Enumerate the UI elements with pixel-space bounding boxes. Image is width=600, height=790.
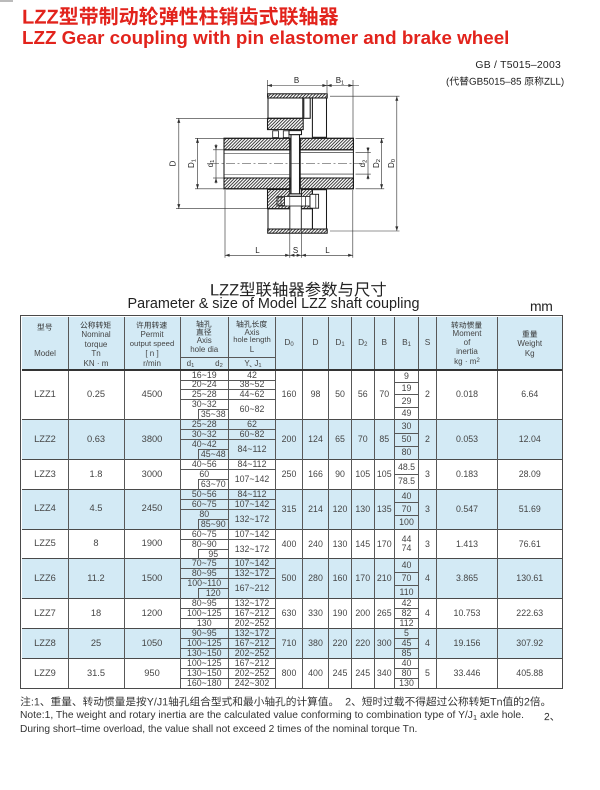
svg-text:B1: B1 [336, 76, 345, 86]
svg-text:D1: D1 [187, 159, 197, 168]
svg-text:S: S [293, 246, 298, 255]
svg-text:d2: d2 [358, 160, 368, 168]
svg-text:B: B [294, 76, 299, 85]
svg-text:L: L [255, 246, 260, 255]
svg-text:D2: D2 [372, 159, 382, 168]
svg-text:D: D [169, 160, 178, 166]
svg-text:L: L [325, 246, 330, 255]
svg-text:D0: D0 [387, 159, 397, 168]
